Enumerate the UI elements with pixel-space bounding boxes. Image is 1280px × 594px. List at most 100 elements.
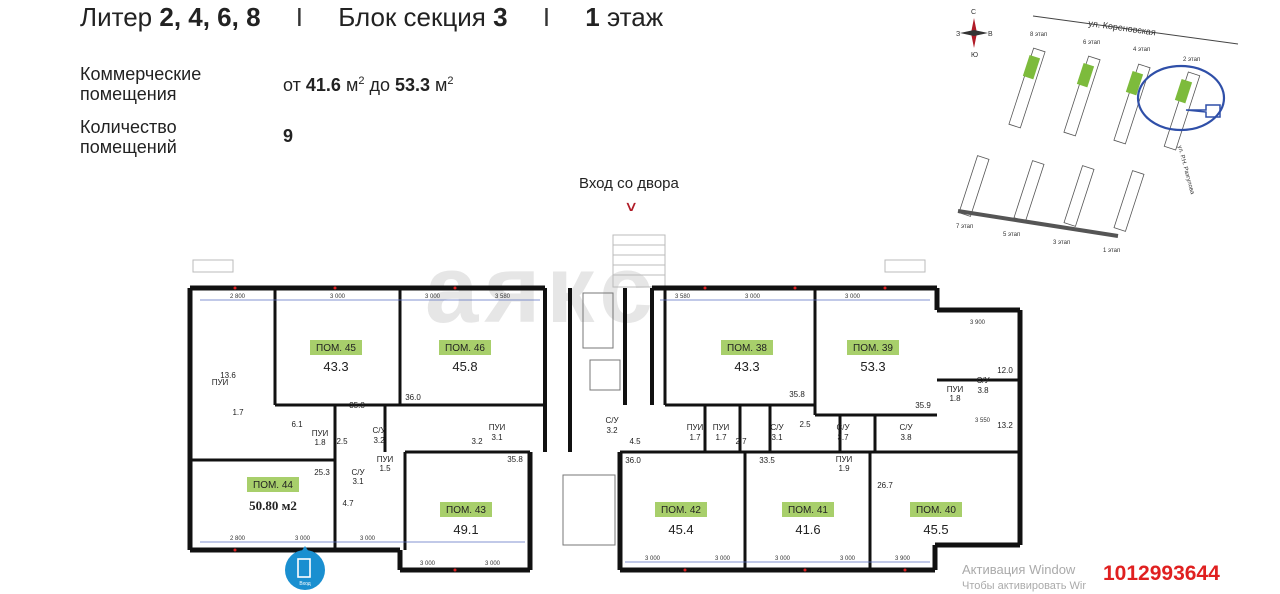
compass-icon: С Ю З В bbox=[956, 9, 993, 59]
activation-line1: Активация Window bbox=[962, 562, 1076, 577]
room-label: ПОМ. 38 bbox=[727, 343, 767, 354]
ad-id: 1012993644 bbox=[1103, 562, 1220, 585]
su-d-value: 3.1 bbox=[771, 433, 783, 442]
arrow-left-icon bbox=[1185, 104, 1221, 118]
stage-5: 5 этап bbox=[1003, 232, 1020, 238]
area-n7: 4.7 bbox=[342, 499, 354, 508]
area-n15: 2.5 bbox=[799, 420, 811, 429]
compass-w: З bbox=[956, 31, 960, 38]
pui-e: ПУИ bbox=[687, 423, 704, 432]
room-45[interactable]: ПОМ. 45 43.3 bbox=[310, 340, 362, 374]
dim-d6: 3 000 bbox=[745, 294, 761, 300]
dim-d8: 3 900 bbox=[970, 320, 986, 326]
page-title: Литер 2, 4, 6, 8 I Блок секция 3 I 1 эта… bbox=[80, 2, 663, 33]
commercial-label-line1: Коммерческие bbox=[80, 64, 202, 84]
room-39[interactable]: ПОМ. 39 53.3 bbox=[847, 340, 899, 374]
chevron-down-icon: ∨ bbox=[623, 198, 639, 214]
room-area: 43.3 bbox=[734, 359, 759, 374]
area-n13: 33.5 bbox=[759, 456, 775, 465]
pui-g-value: 1.9 bbox=[838, 464, 850, 473]
room-38[interactable]: ПОМ. 38 43.3 bbox=[721, 340, 773, 374]
area-n3: 2.5 bbox=[336, 437, 348, 446]
room-label: ПОМ. 41 bbox=[788, 505, 828, 516]
liter-value: 2, 4, 6, 8 bbox=[159, 2, 261, 32]
pui-a: ПУИ bbox=[212, 378, 229, 387]
liter-label: Литер bbox=[80, 2, 153, 32]
room-area: 45.5 bbox=[923, 522, 948, 537]
floor-plan: 2 800 3 000 3 000 3 580 3 580 3 000 3 00… bbox=[187, 234, 1023, 590]
pui-f: ПУИ bbox=[713, 423, 730, 432]
room-44[interactable]: ПОМ. 44 50.80 м2 bbox=[247, 477, 299, 513]
stage-3: 3 этап bbox=[1053, 240, 1070, 246]
area-n2: 6.1 bbox=[291, 420, 303, 429]
room-area: 41.6 bbox=[795, 522, 820, 537]
room-label: ПОМ. 46 bbox=[445, 343, 485, 354]
dim-d7: 3 000 bbox=[845, 294, 861, 300]
area-n5: 36.0 bbox=[405, 393, 421, 402]
pui-f-value: 1.7 bbox=[715, 433, 727, 442]
area-n8: 3.2 bbox=[471, 437, 483, 446]
dim-d11: 3 000 bbox=[360, 536, 376, 542]
area-n17: 12.0 bbox=[997, 366, 1013, 375]
su-e: С/У bbox=[836, 423, 850, 432]
area-max: 53.3 bbox=[394, 75, 431, 95]
su-b: С/У bbox=[351, 468, 365, 477]
dim-d2: 3 000 bbox=[330, 294, 346, 300]
pui-d: ПУИ bbox=[489, 423, 506, 432]
room-label: ПОМ. 40 bbox=[916, 505, 956, 516]
floor-label: этаж bbox=[606, 2, 664, 32]
room-41[interactable]: ПОМ. 41 41.6 bbox=[782, 502, 834, 537]
count-value: 9 bbox=[283, 126, 294, 146]
separator-2: I bbox=[542, 2, 551, 32]
stage-2: 2 этап bbox=[1183, 57, 1200, 63]
entrance-label: Вход со двора bbox=[579, 175, 679, 192]
dim-d1: 2 800 bbox=[230, 294, 246, 300]
pui-b-value: 1.8 bbox=[314, 438, 326, 447]
door-icon[interactable]: Вход bbox=[285, 546, 325, 590]
area-n9: 35.8 bbox=[507, 455, 523, 464]
dim-d16: 3 000 bbox=[775, 556, 791, 562]
area-n1: 13.6 bbox=[220, 371, 236, 380]
room-46[interactable]: ПОМ. 46 45.8 bbox=[439, 340, 491, 374]
highlight-circle bbox=[1136, 64, 1226, 132]
count-label-line1: Количество bbox=[80, 117, 177, 137]
room-label: ПОМ. 45 bbox=[316, 343, 356, 354]
area-n11: 36.0 bbox=[625, 456, 641, 465]
dim-d18: 3 900 bbox=[895, 556, 911, 562]
area-range: от 41.6 м2 до 53.3 м2 bbox=[283, 75, 454, 96]
room-40[interactable]: ПОМ. 40 45.5 bbox=[910, 502, 962, 537]
su-c-value: 3.2 bbox=[606, 426, 618, 435]
su-a: С/У bbox=[372, 426, 386, 435]
su-c: С/У bbox=[605, 416, 619, 425]
dim-d17: 3 000 bbox=[840, 556, 856, 562]
pui-c: ПУИ bbox=[377, 455, 394, 464]
su-g-value: 3.8 bbox=[977, 386, 989, 395]
area-unit-sup: 2 bbox=[358, 75, 365, 87]
room-label: ПОМ. 44 bbox=[253, 480, 293, 491]
room-42[interactable]: ПОМ. 42 45.4 bbox=[655, 502, 707, 537]
activation-line2: Чтобы активировать Wir bbox=[962, 580, 1086, 592]
dim-d4: 3 580 bbox=[495, 294, 511, 300]
area-n18: 13.2 bbox=[997, 421, 1013, 430]
pui-h-value: 1.8 bbox=[949, 394, 961, 403]
dim-d12: 3 000 bbox=[420, 561, 436, 567]
stage-1: 1 этап bbox=[1103, 248, 1120, 254]
room-label: ПОМ. 42 bbox=[661, 505, 701, 516]
count-label-line2: помещений bbox=[80, 137, 177, 157]
su-b-value: 3.1 bbox=[352, 477, 364, 486]
area-min: 41.6 bbox=[305, 75, 341, 95]
street-label: ул. Кореновская bbox=[1088, 18, 1157, 37]
stage-8: 8 этап bbox=[1030, 32, 1047, 38]
side-street-label: ул. Р.Н. Разгулова bbox=[1176, 145, 1195, 196]
pui-b: ПУИ bbox=[312, 429, 329, 438]
pui-c-value: 1.5 bbox=[379, 464, 391, 473]
room-area: 45.8 bbox=[452, 359, 477, 374]
room-area: 45.4 bbox=[668, 522, 693, 537]
su-d: С/У bbox=[770, 423, 784, 432]
pui-a-value: 1.7 bbox=[232, 408, 244, 417]
area-from: от bbox=[283, 75, 301, 95]
commercial-label-line2: помещения bbox=[80, 84, 177, 104]
room-43[interactable]: ПОМ. 43 49.1 bbox=[440, 502, 492, 537]
room-area: 43.3 bbox=[323, 359, 348, 374]
area-n10: 4.5 bbox=[629, 437, 641, 446]
